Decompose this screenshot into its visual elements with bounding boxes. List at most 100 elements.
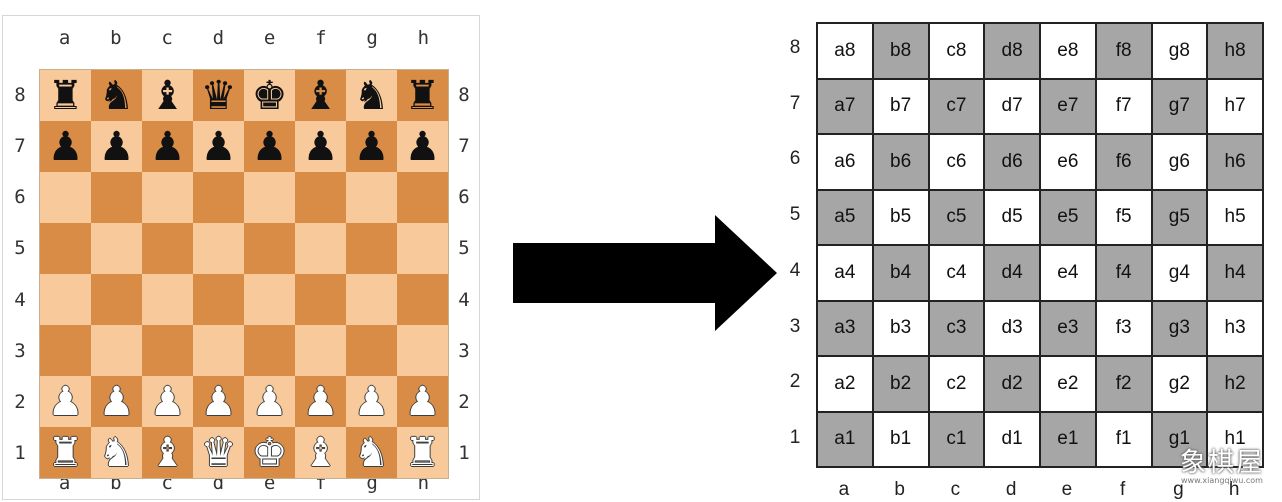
square-name-cell: d4 xyxy=(985,246,1039,300)
board-square: ♚ xyxy=(244,70,295,121)
square-name-cell: f7 xyxy=(1096,79,1151,133)
square-name-cell: h4 xyxy=(1208,246,1262,300)
white-king-icon: ♚ xyxy=(251,429,288,476)
black-rook-icon: ♜ xyxy=(404,72,441,119)
square-name-cell: e2 xyxy=(1041,357,1095,411)
board-square: ♟ xyxy=(40,121,91,172)
rank-label: 4 xyxy=(458,288,470,311)
board-square xyxy=(142,223,193,274)
white-knight-icon: ♞ xyxy=(353,429,390,476)
board-square xyxy=(346,223,397,274)
square-name-cell: f2 xyxy=(1096,357,1151,411)
square-name-cell: c5 xyxy=(929,190,984,244)
black-pawn-icon: ♟ xyxy=(47,123,84,170)
board-square: ♟ xyxy=(193,121,244,172)
board-square: ♜ xyxy=(397,70,448,121)
white-bishop-icon: ♝ xyxy=(302,429,339,476)
square-name-cell: b2 xyxy=(873,357,928,411)
file-label: g xyxy=(366,27,378,49)
black-queen-icon: ♛ xyxy=(200,72,237,119)
board-square: ♟ xyxy=(193,376,244,427)
square-name-cell: e5 xyxy=(1041,190,1095,244)
square-name-cell: f3 xyxy=(1096,301,1151,355)
square-name-cell: h7 xyxy=(1208,79,1262,133)
file-label: f xyxy=(315,472,327,494)
white-bishop-icon: ♝ xyxy=(149,429,186,476)
white-pawn-icon: ♟ xyxy=(404,378,441,425)
board-square xyxy=(295,274,346,325)
board-square xyxy=(397,172,448,223)
board-square xyxy=(91,172,142,223)
square-name-cell: b6 xyxy=(873,135,928,189)
rank-label: 1 xyxy=(14,442,26,465)
board-square: ♟ xyxy=(346,121,397,172)
square-name-cell: g3 xyxy=(1152,301,1207,355)
board-square xyxy=(91,325,142,376)
square-name-cell: a5 xyxy=(818,190,872,244)
watermark-title: 象棋屋 xyxy=(1179,448,1264,479)
board-square: ♟ xyxy=(295,121,346,172)
white-pawn-icon: ♟ xyxy=(98,378,135,425)
file-label: h xyxy=(417,27,430,49)
square-name-cell: c3 xyxy=(929,301,984,355)
rank-label: 7 xyxy=(458,134,470,157)
board-square: ♛ xyxy=(193,70,244,121)
square-name-cell: f5 xyxy=(1096,190,1151,244)
board-square xyxy=(142,172,193,223)
rank-label: 5 xyxy=(458,237,470,260)
black-pawn-icon: ♟ xyxy=(200,123,237,170)
square-name-cell: f1 xyxy=(1096,412,1151,466)
board-square: ♞ xyxy=(91,70,142,121)
rank-label: 6 xyxy=(14,186,26,209)
square-name-cell: c4 xyxy=(929,246,984,300)
white-pawn-icon: ♟ xyxy=(47,378,84,425)
board-square xyxy=(397,223,448,274)
board-square: ♟ xyxy=(142,376,193,427)
board-square xyxy=(295,223,346,274)
square-name-cell: h6 xyxy=(1208,135,1262,189)
board-square: ♚ xyxy=(244,427,295,478)
file-label: g xyxy=(366,472,378,494)
rank-label: 6 xyxy=(789,148,801,170)
black-pawn-icon: ♟ xyxy=(353,123,390,170)
black-pawn-icon: ♟ xyxy=(302,123,339,170)
square-name-cell: d1 xyxy=(985,412,1039,466)
rank-label: 1 xyxy=(789,427,801,449)
board-square: ♝ xyxy=(295,427,346,478)
rank-label: 8 xyxy=(14,83,26,106)
square-name-cell: b5 xyxy=(873,190,928,244)
square-name-cell: c8 xyxy=(929,24,984,78)
board-square: ♞ xyxy=(346,70,397,121)
board-square: ♜ xyxy=(40,427,91,478)
white-rook-icon: ♜ xyxy=(404,429,441,476)
board-square: ♝ xyxy=(142,70,193,121)
rank-label: 7 xyxy=(14,134,26,157)
black-pawn-icon: ♟ xyxy=(98,123,135,170)
square-name-cell: g4 xyxy=(1152,246,1207,300)
square-name-cell: g8 xyxy=(1152,24,1207,78)
square-name-cell: a2 xyxy=(818,357,872,411)
board-square xyxy=(40,223,91,274)
file-label: d xyxy=(1005,479,1017,500)
board-square xyxy=(193,223,244,274)
rank-label: 2 xyxy=(789,371,801,393)
watermark-logo: 象棋屋 www.xiangqiwu.com xyxy=(1180,450,1264,486)
rank-label: 7 xyxy=(789,92,801,114)
black-pawn-icon: ♟ xyxy=(149,123,186,170)
board-square xyxy=(244,172,295,223)
rank-label: 4 xyxy=(14,288,26,311)
square-name-cell: d2 xyxy=(985,357,1039,411)
file-label: d xyxy=(212,27,225,49)
square-name-cell: g1 xyxy=(1152,412,1207,466)
square-name-cell: h2 xyxy=(1208,357,1262,411)
black-pawn-icon: ♟ xyxy=(251,123,288,170)
black-bishop-icon: ♝ xyxy=(149,72,186,119)
board-square: ♞ xyxy=(346,427,397,478)
square-name-cell: a1 xyxy=(818,412,872,466)
rank-label: 3 xyxy=(789,315,801,337)
board-square xyxy=(142,325,193,376)
board-square xyxy=(346,172,397,223)
rank-label: 8 xyxy=(789,36,801,58)
board-square xyxy=(91,223,142,274)
